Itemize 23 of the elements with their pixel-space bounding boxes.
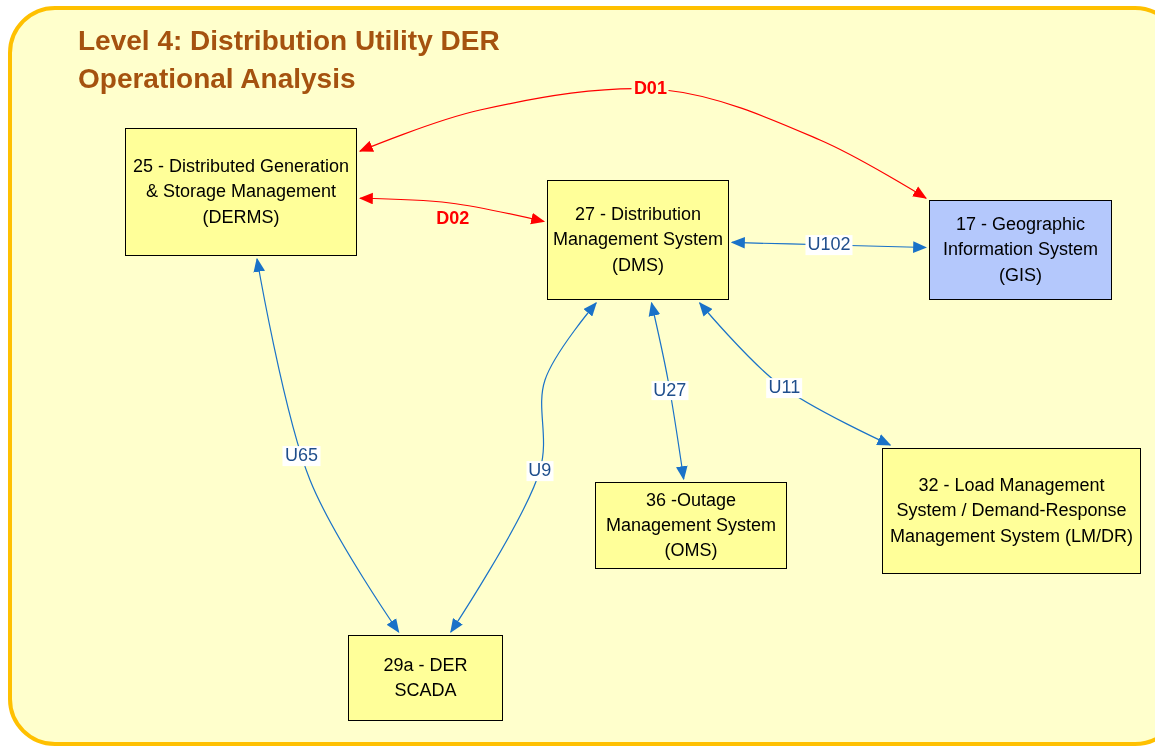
system-box [348, 635, 503, 721]
edge-label: U65 [282, 445, 320, 466]
system-box [929, 200, 1112, 300]
box-label: 27 - Distribution Management System (DMS) [552, 203, 724, 277]
edge-label: U27 [651, 380, 689, 401]
box-label: 36 -Outage Management System (OMS) [604, 488, 778, 563]
box-label: 17 - Geographic Information System (GIS) [941, 213, 1100, 287]
diagram-title: Level 4: Distribution Utility DER Operational Analysis [78, 24, 501, 96]
system-box [547, 180, 729, 300]
system-box [595, 482, 787, 569]
edge-label: U9 [526, 460, 554, 481]
box-label: 32 - Load Management System / Demand-Response Management System (LM/DR) [888, 474, 1135, 548]
system-box [125, 128, 357, 256]
connector-arrow [358, 192, 546, 225]
edge-label: U102 [805, 235, 853, 255]
box-label: 25 - Distributed Generation & Storage Management (DERMS) [131, 155, 351, 229]
box-label: 29a - DER SCADA [382, 653, 469, 702]
connector-arrow [450, 302, 597, 633]
connector-arrow [648, 301, 688, 481]
system-box [882, 448, 1141, 574]
connector-arrow [358, 87, 927, 199]
edge-label: U11 [766, 378, 803, 399]
connector-arrow [253, 257, 400, 633]
